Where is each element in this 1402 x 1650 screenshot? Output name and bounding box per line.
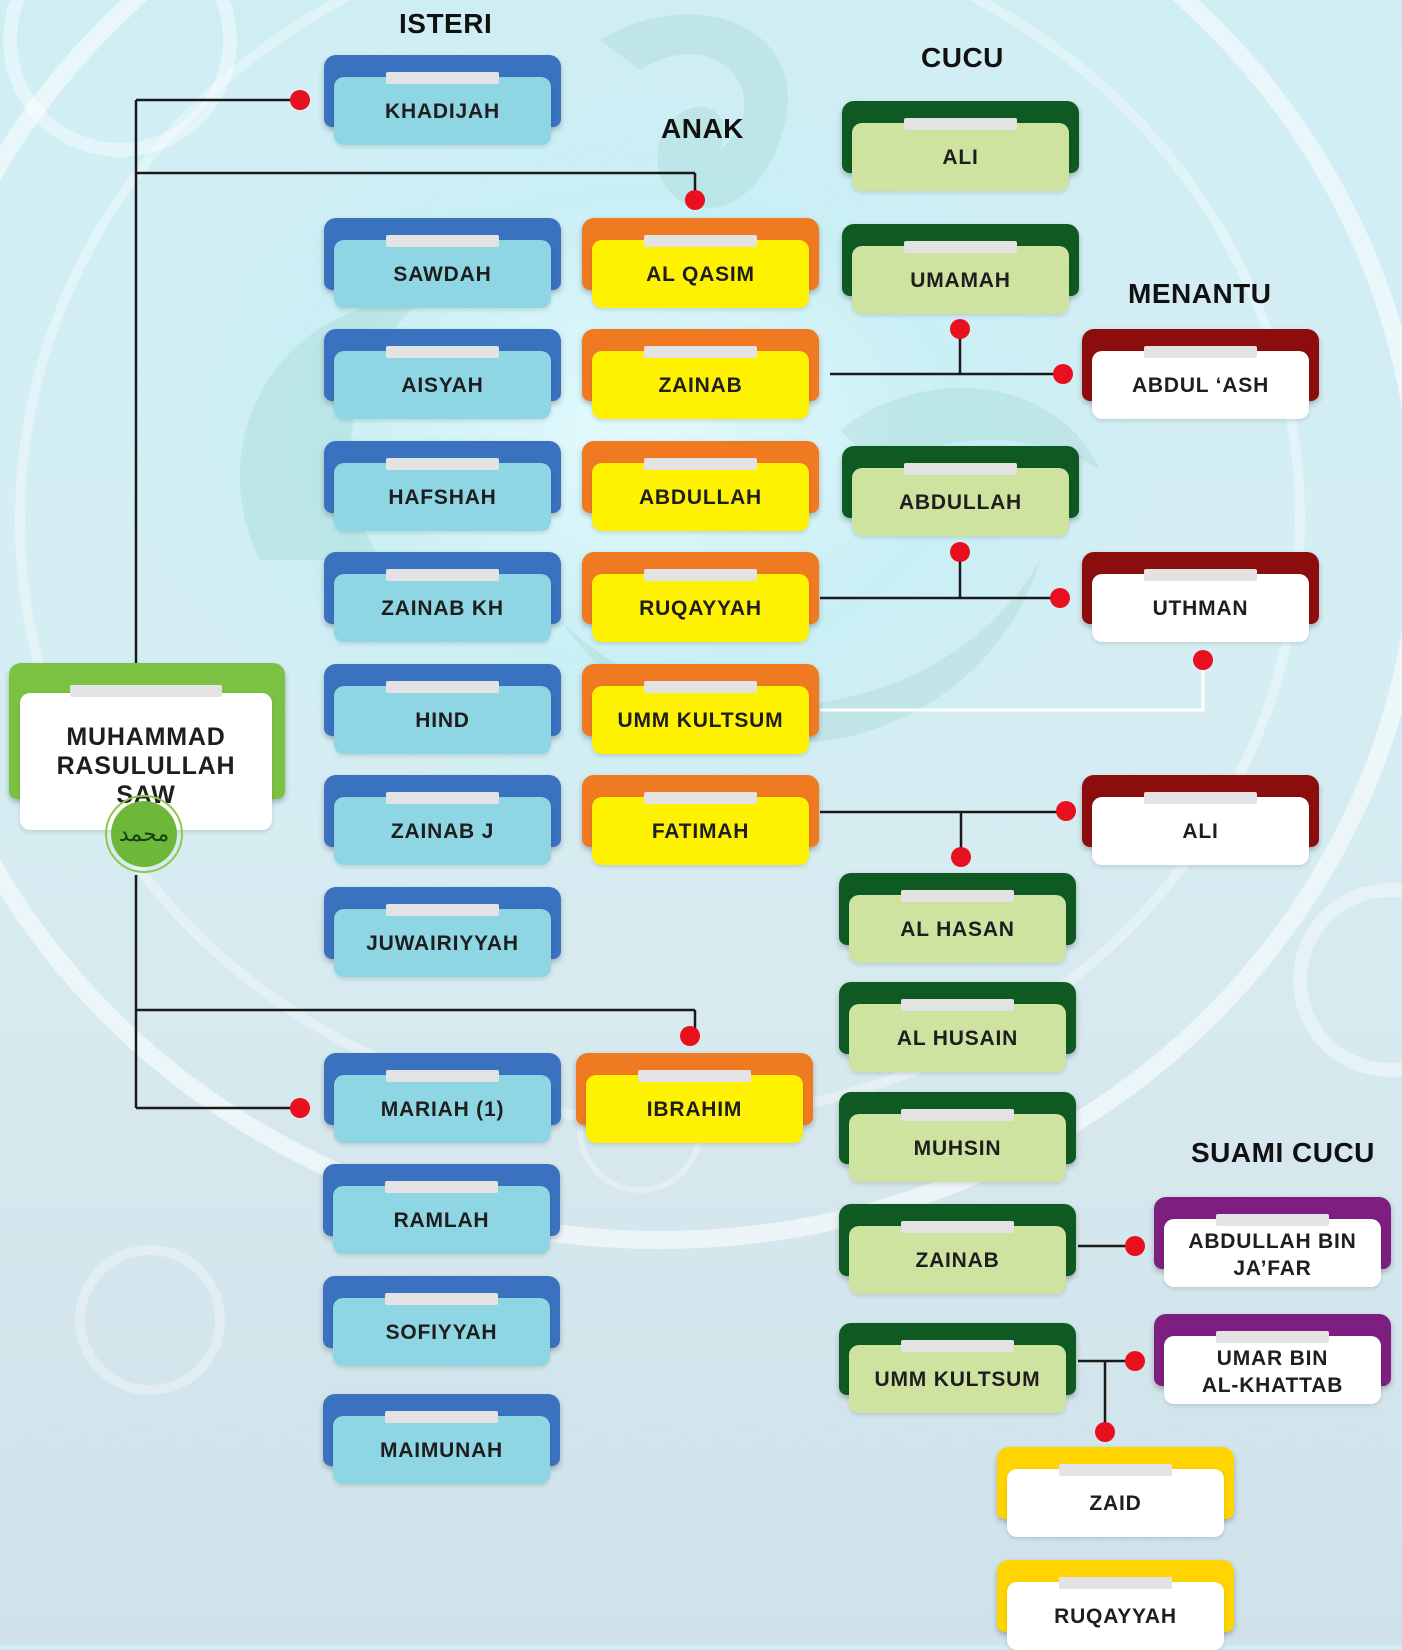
great-grandchild-node-zaid[interactable]: ZAID xyxy=(997,1447,1234,1537)
grandchild-node-umm-kultsum[interactable]: UMM KULTSUM xyxy=(839,1323,1076,1413)
grandchild-node-abdullah[interactable]: ABDULLAH xyxy=(842,446,1079,536)
child-node-ibrahim[interactable]: IBRAHIM xyxy=(576,1053,813,1143)
connector-dot xyxy=(1095,1422,1115,1442)
great-grandchild-name: ZAID xyxy=(1089,1491,1142,1515)
grandchild-node-al-husain[interactable]: AL HUSAIN xyxy=(839,982,1076,1072)
in-law-node-abdul-ash[interactable]: ABDUL ‘ASH xyxy=(1082,329,1319,419)
wife-name: SOFIYYAH xyxy=(385,1320,498,1344)
wife-name: RAMLAH xyxy=(393,1208,490,1232)
grandchild-node-muhsin[interactable]: MUHSIN xyxy=(839,1092,1076,1182)
wife-name: ZAINAB KH xyxy=(381,596,504,620)
husband-name-line1: ABDULLAH BIN xyxy=(1188,1230,1357,1253)
connector-dot xyxy=(680,1026,700,1046)
connector-dot xyxy=(950,319,970,339)
heading-wives: ISTERI xyxy=(399,8,493,39)
heading-grandchildren: CUCU xyxy=(921,42,1004,73)
child-node-abdullah[interactable]: ABDULLAH xyxy=(582,441,819,531)
husband-node-abdullah-bin-jafar[interactable]: ABDULLAH BIN JA’FAR xyxy=(1154,1197,1391,1287)
husband-node-umar-bin-al-khattab[interactable]: UMAR BIN AL-KHATTAB xyxy=(1154,1314,1391,1404)
grandchild-name: ABDULLAH xyxy=(898,490,1023,514)
connector-dot xyxy=(1125,1351,1145,1371)
grandchild-name: UMAMAH xyxy=(910,268,1011,292)
child-node-umm-kultsum[interactable]: UMM KULTSUM xyxy=(582,664,819,754)
wife-node-maimunah[interactable]: MAIMUNAH xyxy=(323,1394,560,1484)
grandchild-node-al-hasan[interactable]: AL HASAN xyxy=(839,873,1076,963)
child-name: AL QASIM xyxy=(646,262,755,286)
grandchild-name: ZAINAB xyxy=(915,1248,1000,1272)
wife-name: HAFSHAH xyxy=(388,485,497,509)
wife-name: AISYAH xyxy=(401,373,484,397)
child-node-ruqayyah[interactable]: RUQAYYAH xyxy=(582,552,819,642)
great-grandchild-node-ruqayyah[interactable]: RUQAYYAH xyxy=(997,1560,1234,1650)
wife-node-aisyah[interactable]: AISYAH xyxy=(324,329,561,419)
wife-node-sawdah[interactable]: SAWDAH xyxy=(324,218,561,308)
wife-name: SAWDAH xyxy=(393,262,492,286)
wife-node-sofiyyah[interactable]: SOFIYYAH xyxy=(323,1276,560,1366)
child-name: ZAINAB xyxy=(658,373,743,397)
connector-dot xyxy=(290,1098,310,1118)
child-name: ABDULLAH xyxy=(638,485,763,509)
root-name-line2: RASULULLAH xyxy=(56,752,236,780)
connector-dot xyxy=(1193,650,1213,670)
wife-name: MARIAH (1) xyxy=(380,1097,505,1121)
connector-dot xyxy=(1053,364,1073,384)
grandchild-name: MUHSIN xyxy=(913,1136,1002,1160)
emblem-glyph: محمد xyxy=(119,822,169,847)
grandchild-name: AL HUSAIN xyxy=(896,1026,1019,1050)
child-name: IBRAHIM xyxy=(646,1097,743,1121)
husband-name-line1: UMAR BIN xyxy=(1216,1347,1329,1370)
wife-node-hafshah[interactable]: HAFSHAH xyxy=(324,441,561,531)
wife-name: JUWAIRIYYAH xyxy=(366,931,519,955)
connector-dot xyxy=(1125,1236,1145,1256)
husband-name-line2: JA’FAR xyxy=(1233,1257,1312,1280)
child-node-al-qasim[interactable]: AL QASIM xyxy=(582,218,819,308)
child-name: UMM KULTSUM xyxy=(617,708,784,732)
wife-name: MAIMUNAH xyxy=(379,1438,504,1462)
connector-dot xyxy=(685,190,705,210)
in-law-name: ABDUL ‘ASH xyxy=(1131,373,1270,397)
great-grandchild-name: RUQAYYAH xyxy=(1054,1604,1177,1628)
connector-dot xyxy=(290,90,310,110)
wife-node-zainab-j[interactable]: ZAINAB J xyxy=(324,775,561,865)
muhammad-calligraphy-emblem: محمد xyxy=(104,794,184,874)
wife-name: HIND xyxy=(415,708,470,732)
child-name: FATIMAH xyxy=(651,819,750,843)
connector-dot xyxy=(951,847,971,867)
child-name: RUQAYYAH xyxy=(639,596,762,620)
in-law-name: ALI xyxy=(1182,819,1219,843)
wife-node-hind[interactable]: HIND xyxy=(324,664,561,754)
in-law-name: UTHMAN xyxy=(1152,596,1249,620)
heading-grandchildren-husbands: SUAMI CUCU xyxy=(1191,1137,1375,1168)
wife-node-mariah[interactable]: MARIAH (1) xyxy=(324,1053,561,1143)
wife-name: ZAINAB J xyxy=(390,819,495,843)
in-law-node-uthman[interactable]: UTHMAN xyxy=(1082,552,1319,642)
in-law-node-ali[interactable]: ALI xyxy=(1082,775,1319,865)
heading-children: ANAK xyxy=(661,113,744,144)
wife-node-juwairiyyah[interactable]: JUWAIRIYYAH xyxy=(324,887,561,977)
heading-in-laws: MENANTU xyxy=(1128,278,1272,309)
husband-name-line2: AL-KHATTAB xyxy=(1201,1374,1344,1397)
grandchild-name: ALI xyxy=(942,145,979,169)
wife-node-ramlah[interactable]: RAMLAH xyxy=(323,1164,560,1254)
grandchild-name: UMM KULTSUM xyxy=(874,1367,1041,1391)
connector-dot xyxy=(1056,801,1076,821)
wife-name: KHADIJAH xyxy=(385,99,500,123)
child-node-fatimah[interactable]: FATIMAH xyxy=(582,775,819,865)
grandchild-node-umamah[interactable]: UMAMAH xyxy=(842,224,1079,314)
grandchild-name: AL HASAN xyxy=(900,917,1015,941)
root-name-line1: MUHAMMAD xyxy=(66,723,226,751)
grandchild-node-zainab[interactable]: ZAINAB xyxy=(839,1204,1076,1294)
connector-dot xyxy=(1050,588,1070,608)
grandchild-node-ali[interactable]: ALI xyxy=(842,101,1079,191)
child-node-zainab[interactable]: ZAINAB xyxy=(582,329,819,419)
connector-dot xyxy=(950,542,970,562)
wife-node-zainab-kh[interactable]: ZAINAB KH xyxy=(324,552,561,642)
wife-node-khadijah[interactable]: KHADIJAH xyxy=(324,55,561,145)
